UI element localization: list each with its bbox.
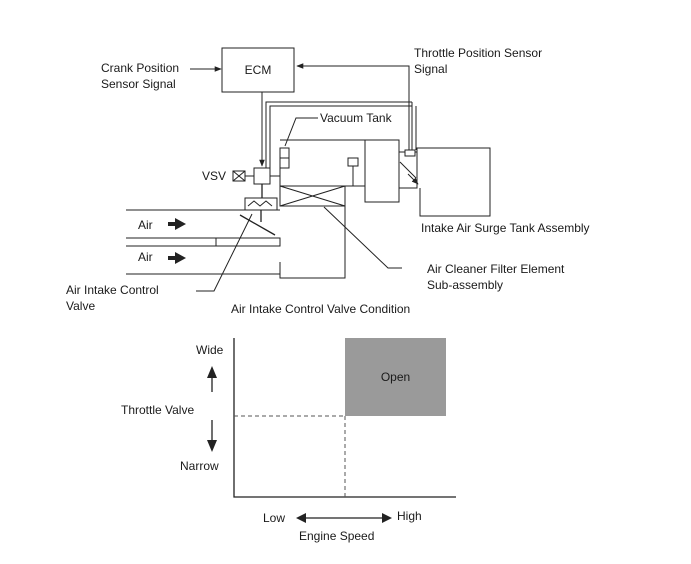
intake-air-surge-tank (407, 147, 491, 217)
y-axis-label: Throttle Valve (121, 403, 194, 417)
valve-condition-chart: Open Wide Narrow Throttle Valve Low High… (121, 338, 456, 543)
crank-signal-label-line1: Crank Position (101, 61, 179, 75)
aicv-label-line2: Valve (66, 299, 95, 313)
air-intake-control-valve-actuator (244, 184, 278, 222)
air-lower-label: Air (138, 250, 153, 264)
vsv-label: VSV (202, 169, 226, 183)
surge-tank-label: Intake Air Surge Tank Assembly (421, 221, 590, 235)
chart-title: Air Intake Control Valve Condition (231, 302, 410, 316)
air-upper-label: Air (138, 218, 153, 232)
vacuum-tank-leader (284, 117, 318, 147)
throttle-signal-line (296, 63, 410, 150)
ecm-label: ECM (245, 63, 272, 77)
filter-leader (323, 206, 402, 269)
throttle-signal-label-line2: Signal (414, 62, 447, 76)
open-region-label: Open (381, 370, 410, 384)
x-axis-label: Engine Speed (299, 529, 374, 543)
y-tick-narrow: Narrow (180, 459, 219, 473)
y-tick-wide: Wide (196, 343, 224, 357)
system-diagram: ECM Crank Position Sensor Signal Throttl… (66, 46, 590, 313)
throttle-signal-label-line1: Throttle Position Sensor (414, 46, 542, 60)
chart-axes (233, 338, 456, 498)
intake-duct (126, 209, 281, 275)
vacuum-hose (265, 101, 417, 170)
filter-label-line1: Air Cleaner Filter Element (427, 262, 565, 276)
arrow-left-icon (296, 513, 306, 523)
vacuum-tank-label: Vacuum Tank (320, 111, 393, 125)
air-lower-arrow-icon (168, 252, 186, 264)
ecm-box (221, 47, 295, 93)
vsv-valve-icon (232, 167, 280, 185)
throttle-body (345, 139, 418, 203)
aicv-leader (196, 213, 253, 292)
arrow-right-icon (382, 513, 392, 523)
filter-label-line2: Sub-assembly (427, 278, 503, 292)
open-region (345, 338, 446, 416)
x-tick-high: High (397, 509, 422, 523)
x-tick-low: Low (263, 511, 285, 525)
arrow-down-icon (207, 440, 217, 452)
aicv-label-line1: Air Intake Control (66, 283, 159, 297)
arrow-up-icon (207, 366, 217, 378)
crank-signal-label-line2: Sensor Signal (101, 77, 176, 91)
air-upper-arrow-icon (168, 218, 186, 230)
